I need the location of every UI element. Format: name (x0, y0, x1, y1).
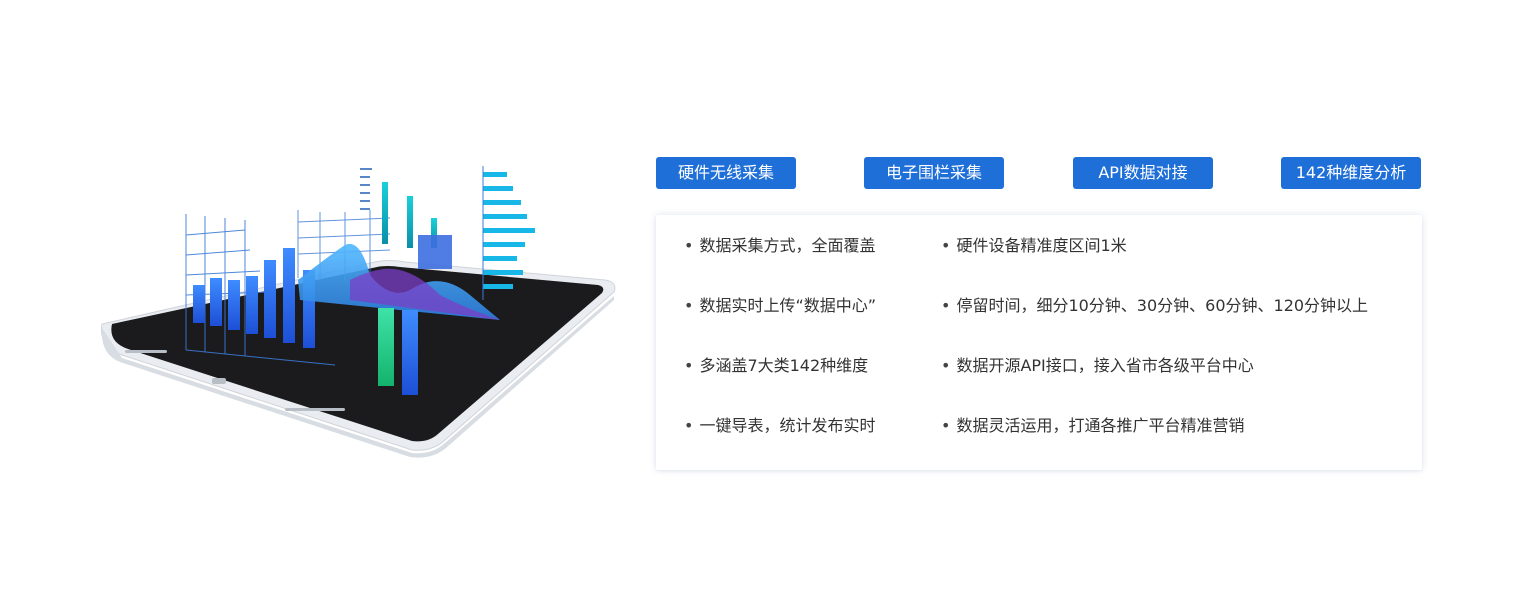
feature-card: 数据采集方式，全面覆盖 数据实时上传“数据中心” 多涵盖7大类142种维度 一键… (656, 215, 1422, 470)
feature-item: 停留时间，细分10分钟、30分钟、60分钟、120分钟以上 (941, 296, 1368, 316)
tag-api-integration[interactable]: API数据对接 (1073, 157, 1213, 189)
feature-item: 硬件设备精准度区间1米 (941, 236, 1126, 256)
feature-item: 数据灵活运用，打通各推广平台精准营销 (941, 416, 1244, 436)
feature-item: 数据开源API接口，接入省市各级平台中心 (941, 356, 1253, 376)
feature-item: 一键导表，统计发布实时 (684, 416, 875, 436)
tag-geofence[interactable]: 电子围栏采集 (864, 157, 1004, 189)
tag-dimension-analysis[interactable]: 142种维度分析 (1281, 157, 1421, 189)
feature-item: 数据采集方式，全面覆盖 (684, 236, 875, 256)
tag-hardware-wireless[interactable]: 硬件无线采集 (656, 157, 796, 189)
feature-tags: 硬件无线采集 电子围栏采集 API数据对接 142种维度分析 (656, 157, 1422, 189)
tablet-data-visualization-icon (90, 150, 630, 480)
feature-item: 多涵盖7大类142种维度 (684, 356, 868, 376)
feature-item: 数据实时上传“数据中心” (684, 296, 876, 316)
